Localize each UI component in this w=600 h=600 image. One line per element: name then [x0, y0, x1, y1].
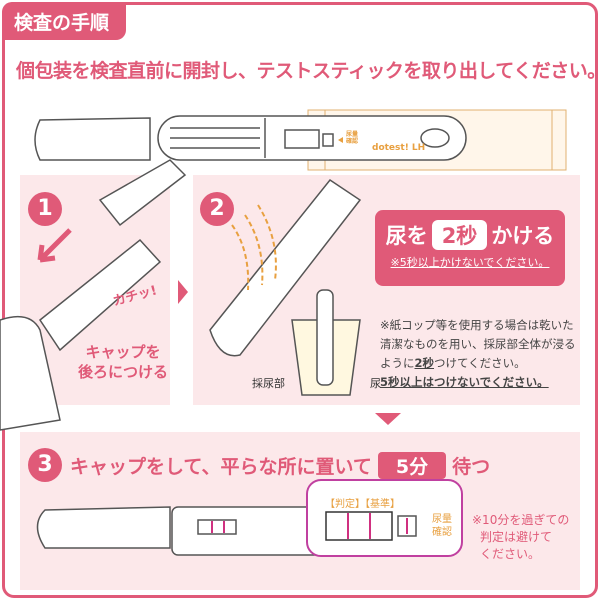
test-stick-illustration — [34, 115, 467, 161]
next-arrow-icon — [178, 280, 188, 304]
urine-stream-icon — [231, 204, 277, 291]
subtitle: 個包装を検査直前に開封し、テストスティックを取り出してください。 — [16, 60, 600, 82]
step3-note-line: ください。 — [480, 547, 541, 561]
check-label-line: 尿量 — [432, 514, 452, 525]
cup-note: ※紙コップ等を使用する場合は乾いた 清潔なものを用い、採尿部全体が浸る ように2… — [380, 316, 576, 392]
result-lines — [211, 513, 408, 539]
cup-note-value: 2秒 — [414, 356, 435, 370]
cup-note-line: 清潔なものを用い、採尿部全体が浸る — [380, 337, 576, 351]
check-pointer-icon — [338, 137, 343, 143]
step2-number: 2 — [200, 192, 234, 226]
window-labels: 【判定】【基準】 — [325, 495, 400, 510]
step3-text: 待つ — [452, 456, 491, 478]
reference-label: 【基準】 — [365, 499, 400, 510]
judge-label: 【判定】 — [325, 499, 365, 510]
down-arrow-icon — [375, 413, 401, 425]
headline-suffix: かける — [491, 224, 555, 248]
cup-note-text: ように — [380, 356, 415, 370]
step2-stick-illustration — [209, 178, 362, 396]
step3-note-line: ※10分を過ぎての — [472, 513, 570, 527]
step3-number: 3 — [28, 448, 62, 482]
tip-label: 採尿部 — [252, 377, 285, 390]
product-check-label: 尿量確認 — [346, 131, 359, 145]
step1-instruction: キャップを 後ろにつける — [78, 342, 168, 382]
headline-value: 2秒 — [431, 220, 488, 250]
step1-number: 1 — [28, 192, 62, 226]
brand-logo: dotest! LH — [372, 143, 425, 153]
step2-warning: ※5秒以上かけないでください。 — [390, 256, 550, 269]
step1-line2: 後ろにつける — [78, 363, 169, 381]
step1-line1: キャップを — [85, 343, 161, 361]
step3-text: キャップをして、平らな所に置いて — [70, 456, 372, 478]
step3-note: ※10分を過ぎての 判定は避けて ください。 — [472, 512, 569, 563]
wait-time-badge: 5分 — [377, 452, 447, 479]
cup-note-text: つけてください。 — [434, 356, 526, 370]
cup-note-warning: 5秒以上はつけないでください。 — [380, 375, 549, 389]
headline-prefix: 尿を — [385, 224, 428, 248]
arrow-icon — [37, 228, 72, 263]
step3-note-line: 判定は避けて — [480, 530, 553, 544]
page-title: 検査の手順 — [2, 2, 126, 40]
cup-note-line: ※紙コップ等を使用する場合は乾いた — [380, 318, 574, 332]
check-label-line: 確認 — [432, 527, 452, 538]
step3-stick-illustration — [36, 479, 463, 557]
urine-label: 尿 — [370, 377, 381, 390]
check-label: 尿量確認 — [432, 513, 452, 539]
step1-hand-stick-illustration — [0, 159, 187, 431]
